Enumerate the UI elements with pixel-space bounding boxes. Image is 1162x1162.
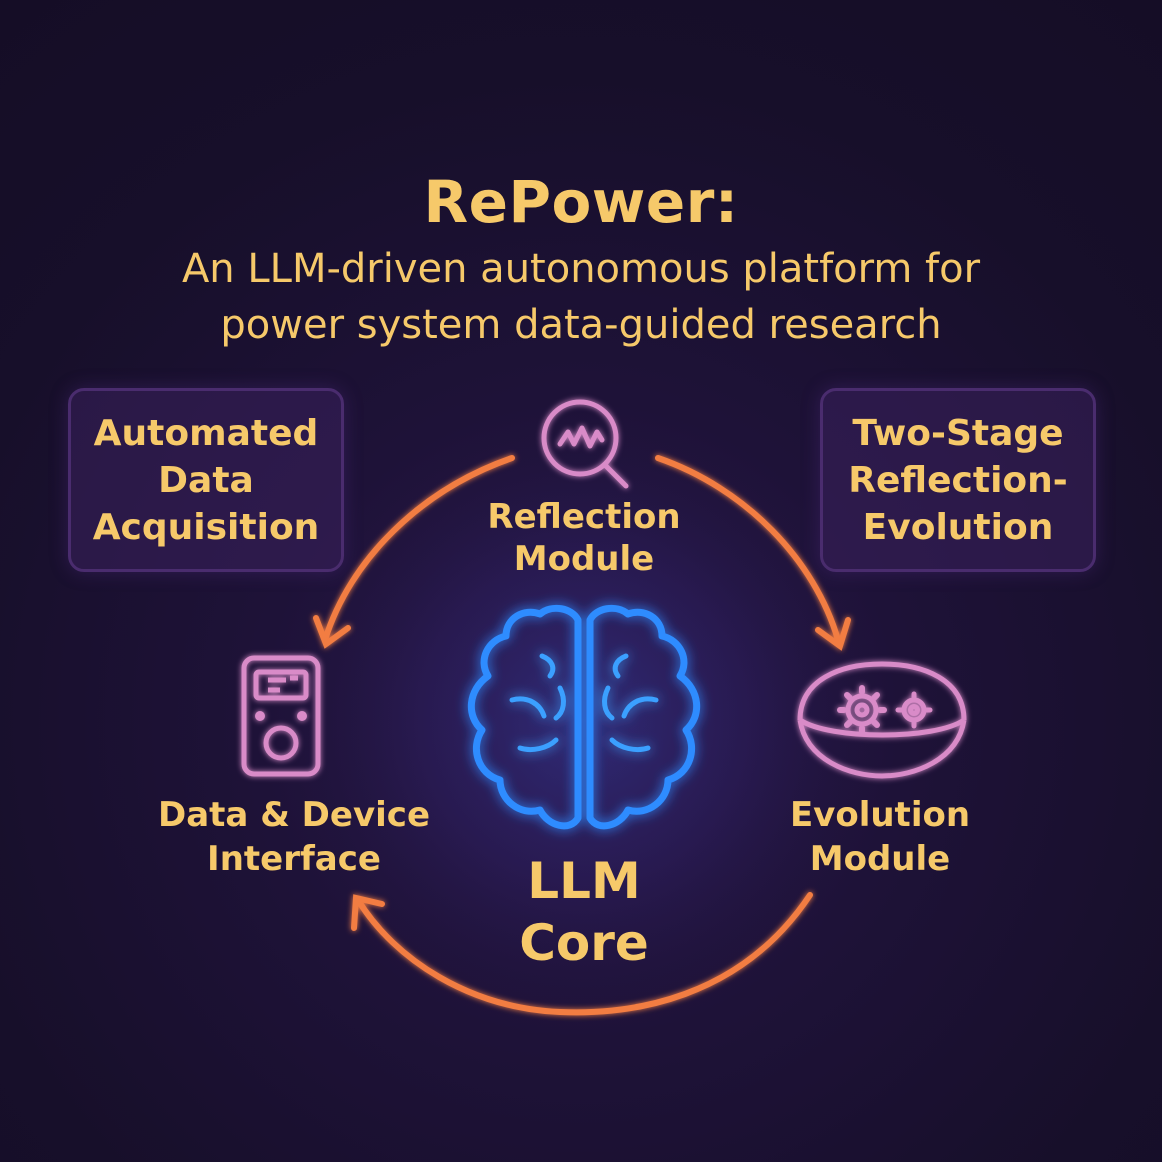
subtitle-line-2: power system data-guided research (220, 302, 942, 348)
subtitle-line-1: An LLM-driven autonomous platform for (181, 246, 981, 292)
two-stage-reflection-evolution-box: Two-Stage Reflection- Evolution (820, 388, 1096, 572)
arrow-head-bottom (351, 894, 385, 931)
arrow-reflection-to-evolution (655, 455, 841, 643)
data-device-interface-label: Data & Device Interface (158, 795, 430, 879)
core-glow (284, 420, 884, 1020)
magnifier-waveform-icon (541, 399, 629, 489)
meter-device-icon (241, 655, 321, 777)
arrow-head-device (313, 615, 351, 649)
two-stage-reflection-evolution-label: Two-Stage Reflection- Evolution (848, 412, 1068, 548)
arrow-head-evolution (815, 617, 851, 651)
arrow-reflection-to-device (322, 455, 515, 643)
reflection-module-label: Reflection Module (487, 497, 681, 579)
automated-data-acquisition-box: Automated Data Acquisition (68, 388, 344, 572)
page-title: RePower: (423, 168, 739, 236)
brain-icon (467, 604, 701, 830)
llm-core-label: LLM Core (519, 852, 649, 972)
evolution-module-label: Evolution Module (789, 795, 971, 879)
gears-bowl-icon (797, 661, 967, 779)
automated-data-acquisition-label: Automated Data Acquisition (92, 412, 320, 548)
arrow-evolution-to-device (355, 892, 813, 1016)
